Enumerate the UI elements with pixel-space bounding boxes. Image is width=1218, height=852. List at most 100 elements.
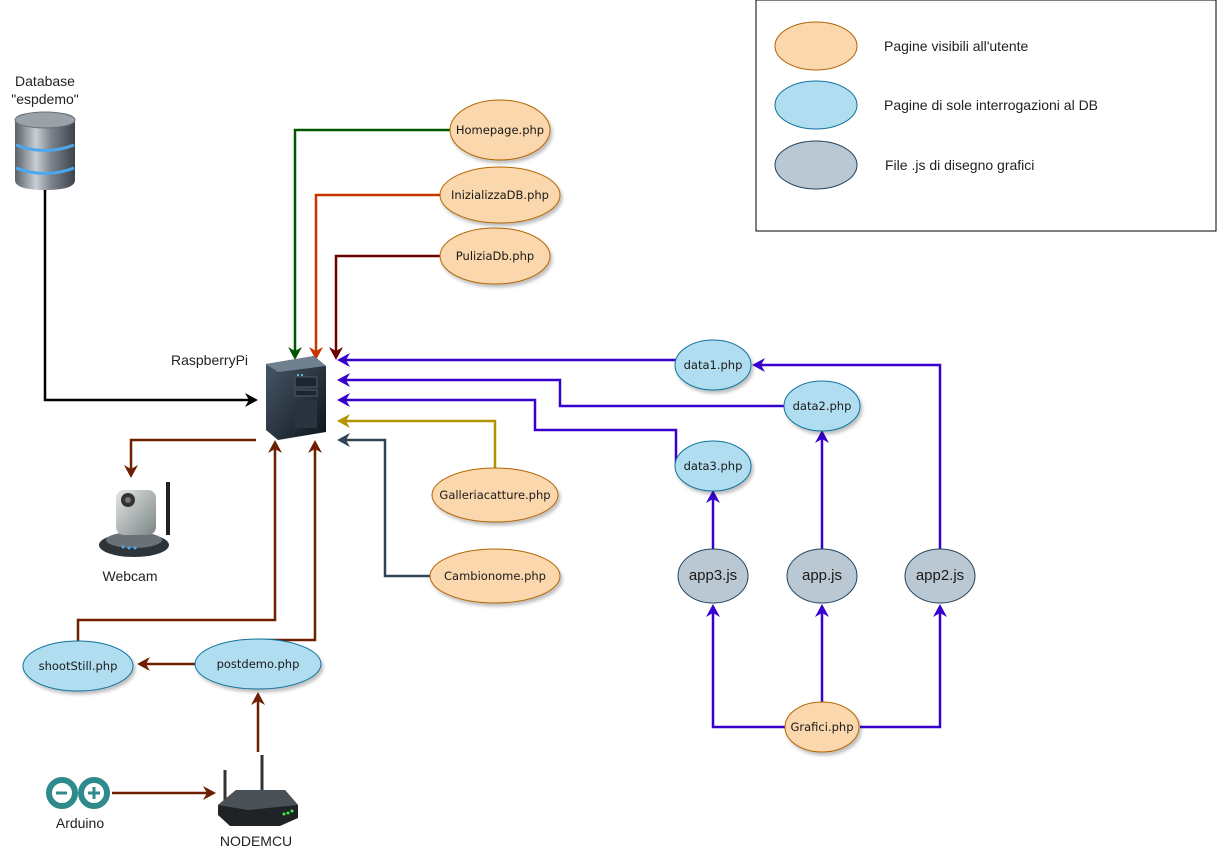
arrowhead-postdemo: [251, 692, 265, 705]
nodes: Homepage.phpInizializzaDB.phpPuliziaDb.p…: [22, 99, 976, 753]
arrowheads: [124, 347, 947, 800]
arduino-node[interactable]: Arduino: [46, 777, 110, 831]
inizializza-ellipse: [439, 166, 561, 224]
data3-ellipse: [674, 440, 752, 492]
edge-data3-raspberry: [345, 398, 678, 466]
homepage-label: Homepage.php: [456, 123, 544, 137]
database-label-line1: Database: [15, 73, 75, 89]
edge-postdemo-raspberry: [258, 448, 317, 642]
router-icon: [218, 755, 298, 826]
legend-swatch-user-page: [774, 21, 858, 71]
arduino-icon: [46, 777, 110, 809]
arrowhead-inizializza: [309, 347, 323, 360]
arrowhead-cambionome: [337, 433, 350, 447]
data3-label: data3.php: [684, 459, 743, 473]
node-data3[interactable]: data3.php: [674, 440, 752, 492]
node-app2[interactable]: app2.js: [904, 548, 976, 604]
node-grafici[interactable]: Grafici.php: [784, 701, 860, 753]
nodemcu-node[interactable]: NODEMCU: [218, 755, 298, 849]
webcam-node[interactable]: Webcam: [99, 482, 170, 584]
app2-label: app2.js: [916, 567, 964, 584]
legend-swatch-db-page: [774, 80, 858, 130]
server-icon: [266, 356, 326, 440]
legend: Pagine visibili all'utente Pagine di sol…: [755, 0, 1217, 232]
node-data1[interactable]: data1.php: [674, 339, 752, 391]
database-node[interactable]: Database "espdemo": [11, 73, 79, 190]
app3-ellipse: [677, 548, 749, 604]
node-inizializza[interactable]: InizializzaDB.php: [439, 166, 561, 224]
node-data2[interactable]: data2.php: [783, 380, 861, 432]
arrowhead-homepage: [288, 347, 302, 360]
raspberry-node[interactable]: RaspberryPi: [171, 352, 326, 440]
database-icon: [14, 111, 76, 190]
node-postdemo[interactable]: postdemo.php: [194, 638, 322, 690]
node-cambionome[interactable]: Cambionome.php: [429, 548, 561, 604]
edge-grafici-app2: [860, 612, 942, 729]
edges: [43, 128, 942, 795]
node-homepage[interactable]: Homepage.php: [449, 99, 551, 161]
data1-ellipse: [674, 339, 752, 391]
data2-ellipse: [783, 380, 861, 432]
nodemcu-label: NODEMCU: [220, 833, 292, 849]
arrowhead-data3-from-app3: [706, 490, 720, 503]
legend-label-user-page: Pagine visibili all'utente: [884, 38, 1029, 54]
arrowhead-pulizia: [329, 347, 343, 360]
arrowhead-galleria: [337, 414, 350, 428]
app-label: app.js: [802, 567, 842, 584]
arrowhead-shootstill: [137, 657, 150, 671]
edge-app2-data1: [760, 363, 942, 552]
inizializza-label: InizializzaDB.php: [451, 188, 549, 202]
arrowhead-data2: [337, 373, 350, 387]
edge-cambionome-raspberry: [345, 438, 430, 578]
arrowhead-data1-from-app2: [752, 358, 765, 372]
edge-pulizia-raspberry: [334, 254, 440, 352]
homepage-ellipse: [449, 99, 551, 161]
app2-ellipse: [904, 548, 976, 604]
arrowhead-app3: [706, 604, 720, 617]
grafici-ellipse: [784, 701, 860, 753]
raspberry-label: RaspberryPi: [171, 352, 248, 368]
postdemo-ellipse: [194, 638, 322, 690]
app-ellipse: [786, 548, 858, 604]
data2-label: data2.php: [793, 399, 852, 413]
edge-raspberry-webcam: [129, 438, 256, 470]
arrowhead-app: [815, 604, 829, 617]
app3-label: app3.js: [689, 567, 737, 584]
shootstill-ellipse: [22, 640, 134, 692]
database-label-line2: "espdemo": [11, 91, 79, 107]
edge-data2-raspberry: [345, 378, 784, 408]
arrowhead-data1: [337, 353, 350, 367]
arrowhead-webcam: [124, 465, 138, 478]
webcam-icon: [99, 482, 170, 557]
edge-shootstill-raspberry: [76, 448, 277, 644]
galleria-ellipse: [431, 467, 559, 523]
arduino-label: Arduino: [56, 815, 104, 831]
arrowhead-data3: [337, 393, 350, 407]
pulizia-label: PuliziaDb.php: [456, 249, 534, 263]
arrowhead-nodemcu: [203, 786, 216, 800]
node-app[interactable]: app.js: [786, 548, 858, 604]
node-pulizia[interactable]: PuliziaDb.php: [439, 227, 551, 285]
arrowhead-app2: [933, 604, 947, 617]
node-shootstill[interactable]: shootStill.php: [22, 640, 134, 692]
edge-inizializza-raspberry: [314, 193, 440, 352]
edge-database-raspberry: [43, 190, 250, 402]
node-app3[interactable]: app3.js: [677, 548, 749, 604]
postdemo-label: postdemo.php: [217, 657, 300, 671]
legend-swatch-js: [774, 140, 858, 190]
cambionome-ellipse: [429, 548, 561, 604]
arrowhead-shootstill-raspberry: [268, 440, 282, 453]
pulizia-ellipse: [439, 227, 551, 285]
cambionome-label: Cambionome.php: [444, 569, 546, 583]
shootstill-label: shootStill.php: [39, 659, 118, 673]
legend-label-js: File .js di disegno grafici: [885, 157, 1034, 173]
edge-galleria-raspberry: [345, 419, 497, 472]
edge-grafici-app3: [711, 612, 786, 729]
node-galleria[interactable]: Galleriacatture.php: [431, 467, 559, 523]
grafici-label: Grafici.php: [791, 720, 854, 734]
edge-homepage-raspberry: [293, 128, 450, 352]
data1-label: data1.php: [684, 358, 743, 372]
webcam-label: Webcam: [103, 568, 158, 584]
legend-label-db-page: Pagine di sole interrogazioni al DB: [884, 97, 1098, 113]
